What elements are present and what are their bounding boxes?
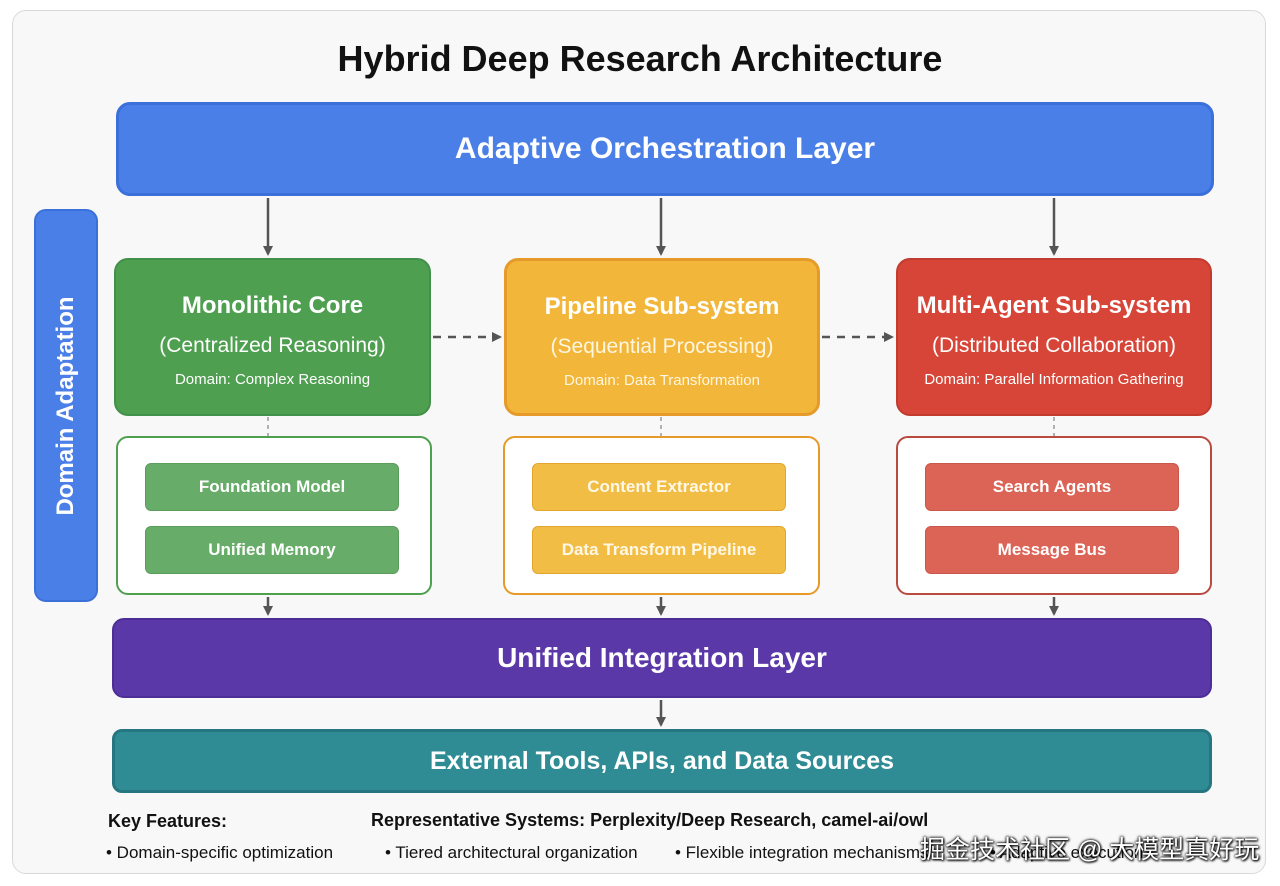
pipeline-subsystem-card: Pipeline Sub-system (Sequential Processi… xyxy=(504,258,820,416)
subsystem-subtitle: (Centralized Reasoning) xyxy=(159,334,386,357)
orchestration-layer: Adaptive Orchestration Layer xyxy=(116,102,1214,196)
data-transform-pipeline-chip: Data Transform Pipeline xyxy=(532,526,786,574)
multi-agent-components-box: Search Agents Message Bus xyxy=(896,436,1212,595)
monolithic-components-box: Foundation Model Unified Memory xyxy=(116,436,432,595)
content-extractor-chip: Content Extractor xyxy=(532,463,786,511)
search-agents-chip: Search Agents xyxy=(925,463,1179,511)
subsystem-domain: Domain: Complex Reasoning xyxy=(174,371,371,388)
multi-agent-subsystem-card: Multi-Agent Sub-system (Distributed Coll… xyxy=(896,258,1212,416)
pipeline-components-box: Content Extractor Data Transform Pipelin… xyxy=(503,436,820,595)
domain-adaptation-label: Domain Adaptation xyxy=(52,295,79,516)
subsystem-domain: Domain: Parallel Information Gathering xyxy=(924,371,1184,388)
unified-memory-chip: Unified Memory xyxy=(145,526,399,574)
external-sources-layer: External Tools, APIs, and Data Sources xyxy=(112,729,1212,793)
foundation-model-chip: Foundation Model xyxy=(145,463,399,511)
diagram-title: Hybrid Deep Research Architecture xyxy=(337,38,943,79)
subsystem-name: Multi-Agent Sub-system xyxy=(916,292,1192,319)
monolithic-core-card: Monolithic Core (Centralized Reasoning) … xyxy=(114,258,431,416)
subsystem-name: Pipeline Sub-system xyxy=(544,293,780,320)
feature-item: • Domain-specific optimization xyxy=(106,843,334,862)
subsystem-name: Monolithic Core xyxy=(181,292,364,319)
representative-systems: Representative Systems: Perplexity/Deep … xyxy=(371,810,929,830)
feature-item: • Flexible integration mechanisms xyxy=(675,843,929,862)
integration-layer: Unified Integration Layer xyxy=(112,618,1212,698)
message-bus-chip: Message Bus xyxy=(925,526,1179,574)
domain-adaptation-bar: Domain Adaptation xyxy=(34,209,98,602)
watermark: 掘金技术社区 @ 大模型真好玩 xyxy=(920,836,1260,864)
feature-item: • Adaptive execution xyxy=(990,843,1144,862)
subsystem-subtitle: (Distributed Collaboration) xyxy=(932,334,1176,357)
subsystem-subtitle: (Sequential Processing) xyxy=(550,335,774,358)
subsystem-domain: Domain: Data Transformation xyxy=(564,372,760,389)
feature-item: • Tiered architectural organization xyxy=(385,843,638,862)
key-features-label: Key Features: xyxy=(108,811,228,831)
